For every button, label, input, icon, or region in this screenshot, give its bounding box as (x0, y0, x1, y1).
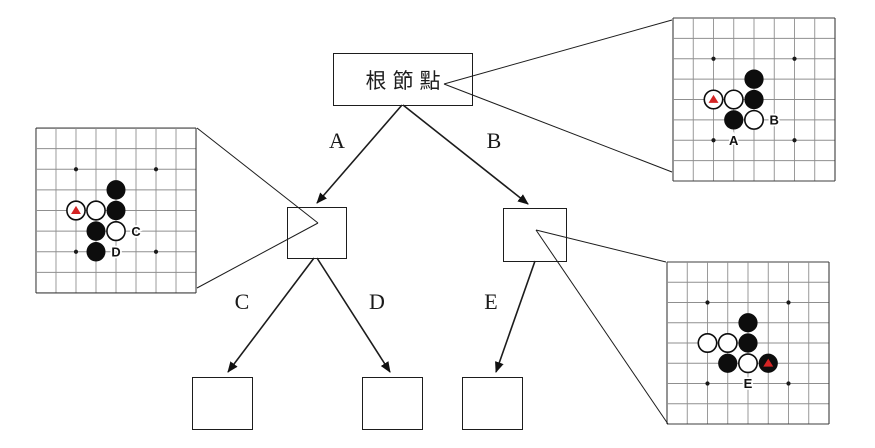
black-stone (724, 110, 744, 130)
star-point (711, 56, 716, 61)
star-point (705, 381, 710, 386)
edge-label-d: D (369, 289, 385, 314)
board-point-label: B (770, 112, 779, 127)
star-point (73, 167, 79, 172)
board-point-label: E (744, 376, 753, 391)
root-node-box: 根節點 (333, 53, 473, 106)
black-stone (738, 313, 758, 333)
triangle-mark-icon (763, 358, 774, 367)
edge-arrow-e (495, 260, 536, 373)
edge-label-e: E (484, 289, 498, 314)
star-point (711, 138, 716, 143)
callout-root-to-board-top (443, 19, 673, 85)
white-stone (106, 220, 126, 242)
root-node-label: 根節點 (365, 68, 447, 93)
board-root-position: AB (672, 17, 836, 182)
black-stone (744, 69, 764, 89)
board-after-move-b: E (666, 261, 830, 425)
leaf-node-d-box (362, 377, 423, 430)
leaf-node-c-box (192, 377, 253, 430)
white-stone (744, 109, 765, 130)
leaf-node-e-box (462, 377, 523, 430)
star-point (705, 300, 710, 305)
black-stone (718, 353, 738, 373)
black-stone (744, 89, 764, 110)
star-point (786, 381, 791, 386)
board-after-move-a: CD (35, 127, 197, 294)
black-stone (86, 221, 106, 241)
edge-label-b: B (486, 128, 502, 153)
white-stone (717, 333, 738, 354)
triangle-mark-icon (708, 94, 719, 103)
star-point (73, 249, 79, 254)
edge-label-a: A (329, 128, 345, 153)
board-point-label: D (111, 244, 120, 259)
black-stone (106, 180, 126, 200)
edge-arrow-c (227, 257, 315, 373)
black-stone (738, 333, 758, 353)
star-point (792, 138, 797, 143)
star-point (786, 300, 791, 305)
white-stone (697, 333, 718, 354)
edge-arrow-a (316, 104, 403, 204)
board-point-label: C (131, 224, 141, 239)
node-a-box (287, 207, 347, 259)
black-stone (86, 241, 106, 262)
edge-label-c: C (234, 289, 250, 314)
white-stone (86, 200, 106, 221)
triangle-mark-icon (71, 205, 81, 214)
white-stone (723, 89, 744, 110)
star-point (792, 56, 797, 61)
board-point-label: A (729, 133, 739, 148)
node-b-box (503, 208, 567, 262)
star-point (153, 249, 159, 254)
white-stone (738, 353, 759, 374)
black-stone (106, 200, 126, 221)
edge-arrow-b (402, 104, 529, 205)
callout-root-to-board-bottom (443, 83, 673, 173)
edge-arrow-d (316, 257, 391, 373)
star-point (153, 167, 159, 172)
